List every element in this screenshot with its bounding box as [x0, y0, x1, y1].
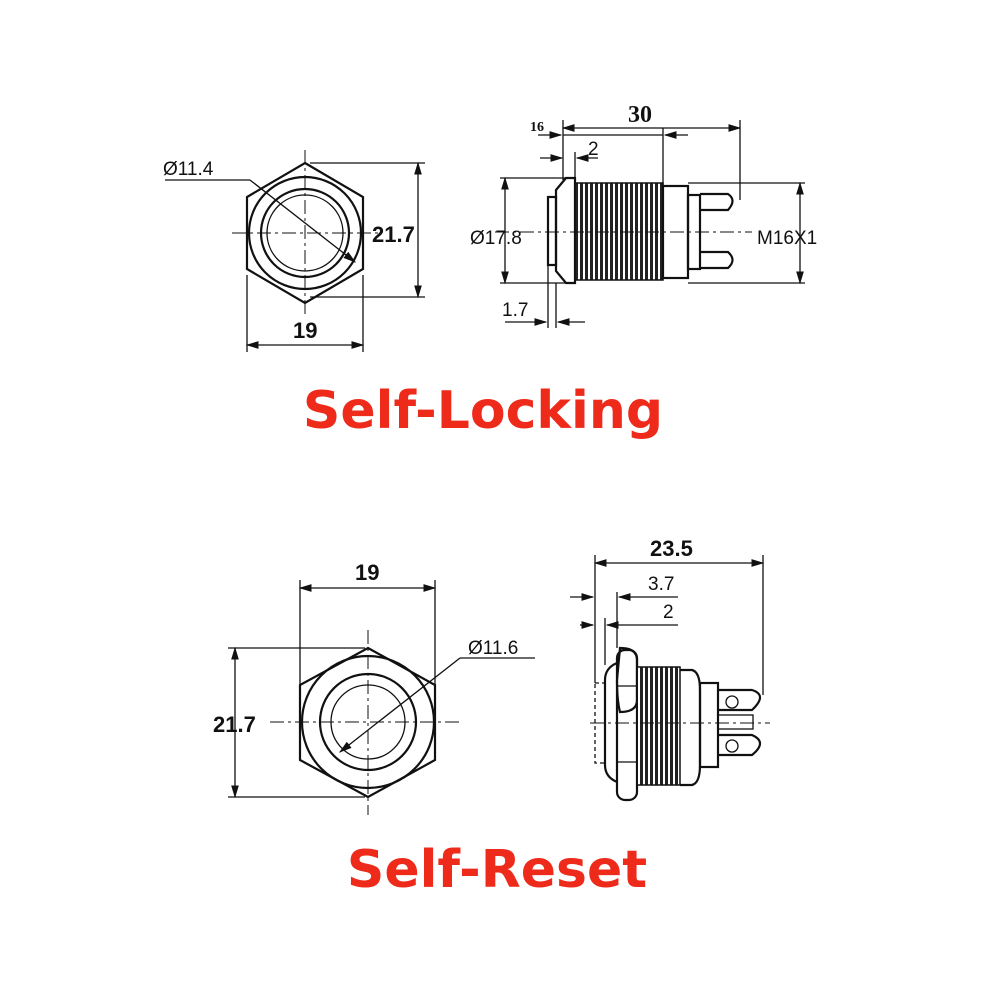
bezel-label: 2 — [663, 602, 674, 623]
self-reset-front-view: 19 21.7 Ø11.6 — [213, 560, 535, 815]
height-label: 21.7 — [372, 222, 415, 247]
self-locking-side-view: 30 16 2 Ø17.8 M16X1 1.7 — [470, 102, 817, 328]
pin-offset-label: 16 — [530, 120, 544, 135]
self-locking-front-view: Ø11.4 21.7 19 — [163, 150, 425, 352]
diameter-label: Ø11.6 — [468, 638, 518, 659]
length-label: 23.5 — [650, 536, 693, 561]
width-label: 19 — [355, 560, 379, 585]
height-label: 21.7 — [213, 712, 256, 737]
width-label: 19 — [293, 318, 317, 343]
cap-label: 1.7 — [502, 300, 528, 321]
head-label: 3.7 — [648, 574, 674, 595]
self-locking-title: Self-Locking — [303, 381, 663, 441]
diameter-label: Ø11.4 — [163, 159, 214, 180]
self-reset-title: Self-Reset — [347, 840, 647, 900]
thread-label: M16X1 — [757, 228, 817, 249]
bezel-label: 2 — [588, 139, 599, 160]
length-label: 30 — [628, 102, 652, 128]
flange-diameter-label: Ø17.8 — [470, 228, 522, 249]
self-reset-side-view: 23.5 3.7 2 — [570, 536, 770, 802]
